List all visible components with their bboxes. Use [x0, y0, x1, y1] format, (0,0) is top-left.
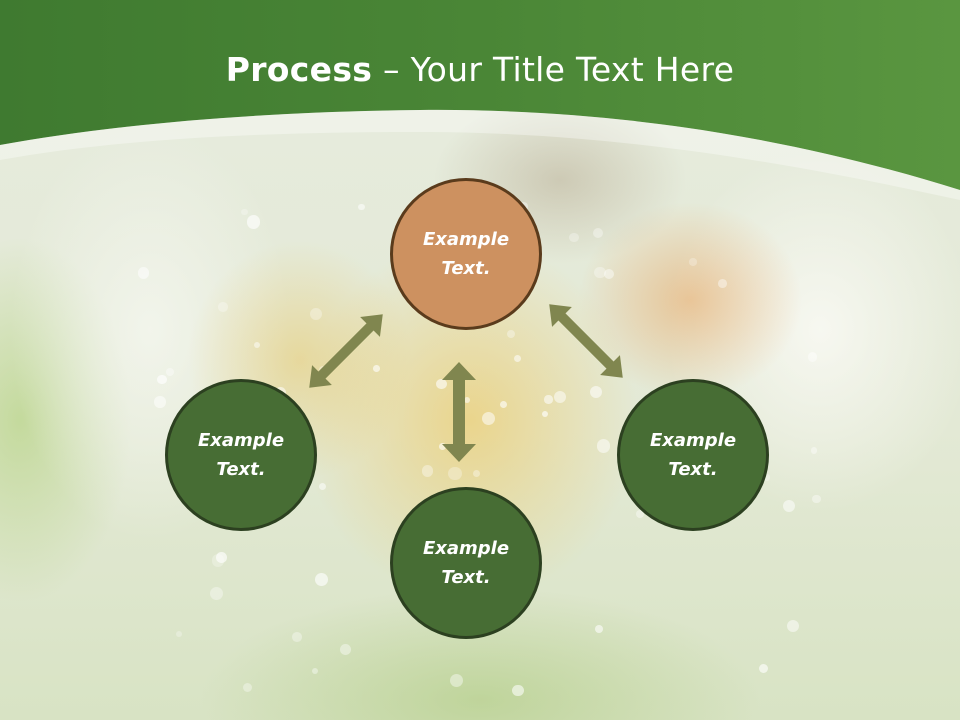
daisy-highlight [812, 494, 822, 504]
daisy-highlight [358, 203, 365, 211]
daisy-highlight [589, 385, 602, 398]
daisy-highlight [544, 395, 553, 404]
title-rest: – Your Title Text Here [372, 50, 735, 89]
daisy-highlight [810, 447, 818, 454]
daisy-highlight [512, 684, 524, 697]
daisy-highlight [603, 268, 615, 280]
node-text: Example Text. [197, 430, 285, 480]
process-node-right: Example Text. [617, 379, 769, 531]
daisy-highlight [448, 466, 462, 480]
daisy-highlight [717, 279, 727, 288]
daisy-highlight [216, 551, 228, 563]
node-text: Example Text. [422, 538, 510, 588]
daisy-highlight [758, 663, 768, 674]
daisy-highlight [217, 301, 228, 312]
daisy-highlight [787, 620, 800, 633]
daisy-highlight [500, 400, 508, 408]
daisy-highlight [137, 267, 150, 279]
double-arrow-vertical [442, 362, 476, 462]
slide-title: Process – Your Title Text Here [0, 50, 960, 89]
daisy-highlight [157, 374, 167, 385]
double-arrow-left [309, 314, 383, 388]
daisy-highlight [242, 682, 253, 693]
daisy-highlight [595, 624, 604, 633]
daisy-highlight [314, 573, 328, 587]
daisy-highlight [421, 465, 434, 477]
daisy-highlight [339, 643, 351, 655]
daisy-highlight [318, 482, 327, 490]
daisy-highlight [594, 267, 606, 279]
header-banner [0, 0, 960, 200]
daisy-highlight [541, 410, 549, 418]
node-text: Example Text. [649, 430, 737, 480]
node-text: Example Text. [422, 229, 510, 279]
daisy-highlight [310, 308, 323, 321]
daisy-highlight [636, 509, 645, 518]
daisy-highlight [450, 673, 464, 687]
daisy-highlight [593, 228, 604, 239]
daisy-highlight [210, 586, 224, 600]
title-bold: Process [225, 50, 373, 89]
daisy-highlight [464, 397, 471, 404]
daisy-highlight [569, 233, 579, 243]
daisy-highlight [246, 215, 261, 229]
daisy-highlight [436, 378, 447, 389]
daisy-highlight [312, 668, 319, 675]
daisy-highlight [439, 443, 446, 450]
daisy-highlight [554, 390, 567, 403]
daisy-highlight [473, 470, 481, 478]
daisy-highlight [506, 329, 516, 339]
daisy-highlight [763, 474, 771, 481]
daisy-highlight [175, 630, 183, 638]
process-node-left: Example Text. [165, 379, 317, 531]
daisy-highlight [807, 352, 818, 362]
daisy-highlight [782, 499, 795, 512]
daisy-highlight [254, 342, 261, 349]
daisy-highlight [291, 632, 302, 642]
daisy-highlight [241, 208, 249, 216]
daisy-highlight [596, 439, 610, 453]
daisy-highlight [373, 365, 380, 372]
process-node-bottom: Example Text. [390, 487, 542, 639]
daisy-highlight [166, 367, 174, 376]
daisy-highlight [154, 396, 166, 408]
daisy-highlight [481, 412, 495, 426]
daisy-highlight [689, 258, 697, 266]
daisy-highlight [513, 355, 522, 363]
double-arrow-right [549, 304, 623, 378]
process-node-top: Example Text. [390, 178, 542, 330]
